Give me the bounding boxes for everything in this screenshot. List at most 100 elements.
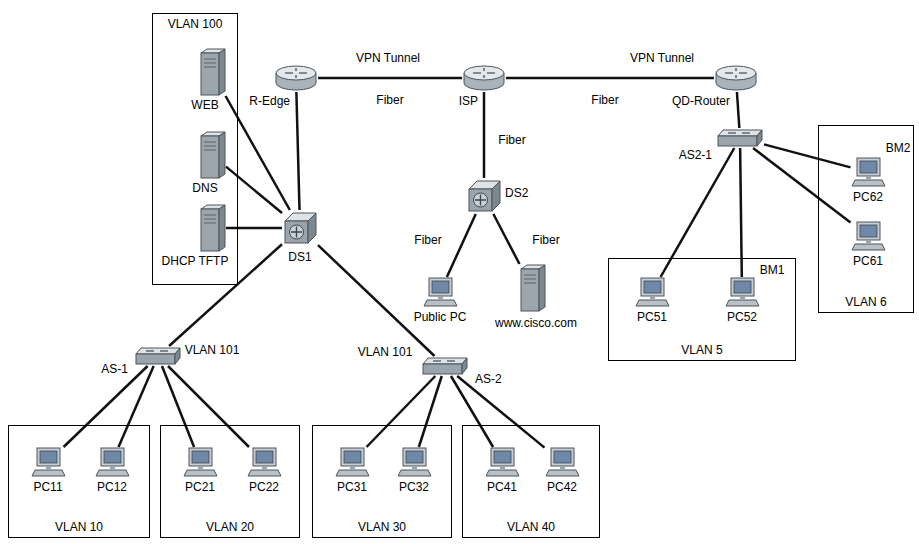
link-label: Fiber bbox=[530, 233, 561, 247]
multilayer-device: DS2 bbox=[466, 178, 502, 214]
icon-part bbox=[204, 215, 216, 223]
icon-part bbox=[500, 466, 505, 469]
network-link bbox=[367, 376, 436, 447]
icon-part bbox=[716, 66, 756, 80]
router-device: ISP bbox=[462, 64, 506, 92]
icon-part bbox=[469, 189, 492, 211]
device-label: PC42 bbox=[547, 480, 577, 494]
note-label: VLAN 101 bbox=[183, 343, 242, 357]
icon-part bbox=[857, 222, 880, 240]
pc-device: PC42 bbox=[545, 447, 580, 477]
network-link bbox=[162, 366, 194, 447]
vlan-group: VLAN 20PC21PC22 bbox=[160, 425, 300, 538]
icon-part bbox=[204, 59, 216, 67]
pc-device: PC41 bbox=[485, 447, 520, 477]
icon-part bbox=[276, 66, 316, 80]
icon-part bbox=[189, 448, 212, 466]
device-label: WEB bbox=[191, 98, 218, 112]
pc-device: PC31 bbox=[335, 447, 370, 477]
icon-part bbox=[551, 448, 574, 466]
icon-part bbox=[219, 205, 225, 251]
pc-icon bbox=[31, 447, 66, 477]
icon-part bbox=[32, 470, 65, 476]
icon-part bbox=[285, 68, 307, 78]
group-title: VLAN 10 bbox=[9, 520, 149, 534]
server-device: DHCP TFTP bbox=[198, 204, 226, 252]
note-label: VLAN 101 bbox=[356, 345, 415, 359]
device-label: www.cisco.com bbox=[495, 316, 577, 330]
pc-device: PC22 bbox=[247, 447, 282, 477]
icon-part bbox=[423, 364, 462, 374]
note-label: BM1 bbox=[758, 263, 787, 277]
group-title: VLAN 5 bbox=[609, 343, 795, 357]
link-label: Fiber bbox=[412, 233, 443, 247]
link-label: Fiber bbox=[589, 93, 620, 107]
icon-part bbox=[403, 448, 426, 466]
icon-part bbox=[341, 448, 364, 466]
group-title: VLAN 20 bbox=[161, 520, 299, 534]
link-label: Fiber bbox=[374, 93, 405, 107]
icon-part bbox=[473, 68, 495, 78]
icon-part bbox=[521, 269, 539, 311]
icon-part bbox=[494, 451, 511, 463]
icon-part bbox=[248, 470, 281, 476]
icon-part bbox=[175, 348, 180, 364]
device-label: PC41 bbox=[487, 480, 517, 494]
icon-part bbox=[198, 466, 203, 469]
device-label: PC12 bbox=[97, 480, 127, 494]
icon-part bbox=[146, 350, 168, 351]
network-link bbox=[119, 366, 154, 447]
icon-part bbox=[290, 225, 304, 239]
device-label: DHCP TFTP bbox=[162, 254, 229, 268]
pc-device: PC51 bbox=[635, 277, 670, 307]
switch-device: AS2-1 bbox=[716, 128, 764, 148]
icon-part bbox=[46, 466, 51, 469]
icon-part bbox=[641, 278, 664, 296]
network-link bbox=[419, 376, 442, 447]
device-label: QD-Router bbox=[672, 94, 730, 108]
icon-part bbox=[201, 136, 219, 178]
icon-part bbox=[256, 451, 273, 463]
device-label: PC32 bbox=[399, 480, 429, 494]
device-label: DS2 bbox=[505, 186, 528, 200]
pc-device: Public PC bbox=[423, 277, 458, 307]
server-icon bbox=[198, 131, 226, 179]
network-link bbox=[483, 92, 486, 178]
icon-part bbox=[860, 225, 877, 237]
pc-icon bbox=[335, 447, 370, 477]
vlan-group: VLAN 40PC41PC42 bbox=[462, 425, 600, 538]
icon-part bbox=[336, 470, 369, 476]
icon-part bbox=[857, 158, 880, 176]
icon-part bbox=[219, 49, 225, 95]
device-label: AS2-1 bbox=[679, 148, 712, 162]
icon-part bbox=[866, 240, 871, 243]
network-link bbox=[737, 92, 739, 128]
switch-icon bbox=[421, 356, 469, 376]
pc-icon bbox=[545, 447, 580, 477]
network-link bbox=[226, 167, 282, 213]
router-icon bbox=[274, 64, 318, 92]
icon-part bbox=[734, 281, 751, 293]
icon-part bbox=[96, 470, 129, 476]
pc-device: PC52 bbox=[725, 277, 760, 307]
icon-part bbox=[424, 300, 457, 306]
group-title: VLAN 40 bbox=[463, 520, 599, 534]
network-link bbox=[753, 148, 850, 223]
multilayer-icon bbox=[466, 178, 502, 214]
server-icon bbox=[198, 48, 226, 96]
group-title: VLAN 30 bbox=[313, 520, 451, 534]
network-link bbox=[764, 144, 851, 167]
network-link bbox=[457, 376, 544, 448]
icon-part bbox=[726, 300, 759, 306]
icon-part bbox=[636, 300, 669, 306]
switch-icon bbox=[716, 128, 764, 148]
icon-part bbox=[412, 466, 417, 469]
device-label: PC51 bbox=[637, 310, 667, 324]
icon-part bbox=[429, 278, 452, 296]
icon-part bbox=[438, 296, 443, 299]
icon-part bbox=[184, 470, 217, 476]
icon-part bbox=[204, 142, 216, 150]
icon-part bbox=[725, 68, 747, 78]
icon-part bbox=[406, 451, 423, 463]
